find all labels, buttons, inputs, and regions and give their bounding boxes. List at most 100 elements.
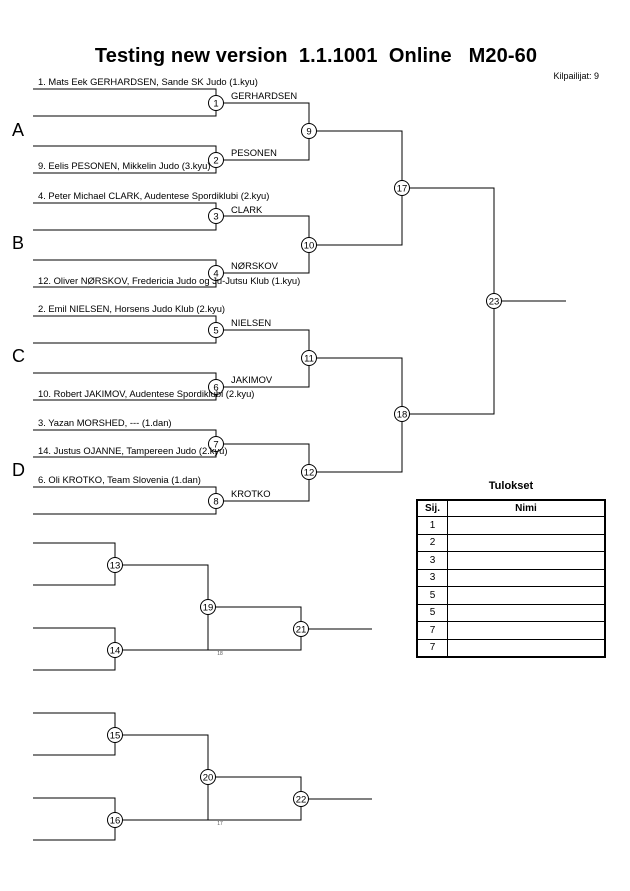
entry-12: 12. Oliver NØRSKOV, Fredericia Judo og J… <box>38 275 301 286</box>
small-label-18: 18 <box>217 651 223 657</box>
match-number-15: 15 <box>110 730 121 741</box>
results-rank: 7 <box>416 638 448 658</box>
results-row: 5 <box>416 586 606 605</box>
results-row: 7 <box>416 621 606 640</box>
match-number-6: 6 <box>213 382 218 393</box>
match-circle-19 <box>200 599 216 615</box>
match-number-22: 22 <box>296 794 307 805</box>
results-name-cell <box>447 568 606 587</box>
entry-2: 2. Emil NIELSEN, Horsens Judo Klub (2.ky… <box>38 303 226 314</box>
results-col-rank: Sij. <box>416 499 448 517</box>
match-number-23: 23 <box>489 296 500 307</box>
match-number-13: 13 <box>110 560 121 571</box>
results-rank: 1 <box>416 516 448 535</box>
results-row: 5 <box>416 603 606 622</box>
match-circle-17 <box>394 180 410 196</box>
match-circle-15 <box>107 727 123 743</box>
match-number-11: 11 <box>304 353 314 364</box>
match-circle-13 <box>107 557 123 573</box>
results-rank: 5 <box>416 603 448 622</box>
results-rank: 2 <box>416 533 448 552</box>
match-circle-4 <box>208 265 224 281</box>
results-row: 1 <box>416 516 606 535</box>
match-number-21: 21 <box>296 624 307 635</box>
match-number-14: 14 <box>110 645 121 656</box>
results-row: 3 <box>416 551 606 570</box>
entry-10: 10. Robert JAKIMOV, Audentese Spordiklub… <box>38 388 255 399</box>
match-number-17: 17 <box>397 183 408 194</box>
results-rank: 5 <box>416 586 448 605</box>
winner-match-1: GERHARDSEN <box>231 90 298 101</box>
competitor-count: Kilpailijat: 9 <box>553 71 599 81</box>
match-circle-3 <box>208 208 224 224</box>
match-number-10: 10 <box>304 240 315 251</box>
results-name-cell <box>447 516 606 535</box>
match-circle-9 <box>301 123 317 139</box>
match-number-3: 3 <box>213 211 218 222</box>
pool-label-b: B <box>12 233 25 253</box>
match-circle-6 <box>208 379 224 395</box>
match-circle-12 <box>301 464 317 480</box>
entry-4: 4. Peter Michael CLARK, Audentese Spordi… <box>38 190 270 201</box>
entry-9: 9. Eelis PESONEN, Mikkelin Judo (3.kyu) <box>38 160 211 171</box>
match-number-1: 1 <box>213 98 218 109</box>
results-row: 3 <box>416 568 606 587</box>
match-circle-11 <box>301 350 317 366</box>
page-title: Testing new version 1.1.1001 Online M20-… <box>94 45 538 67</box>
match-number-5: 5 <box>213 325 218 336</box>
winner-match-4: NØRSKOV <box>231 260 278 271</box>
results-rank: 3 <box>416 568 448 587</box>
match-number-7: 7 <box>213 439 218 450</box>
results-name-cell <box>447 603 606 622</box>
entry-6: 6. Oli KROTKO, Team Slovenia (1.dan) <box>38 474 201 485</box>
winner-match-8: KROTKO <box>231 488 271 499</box>
results-name-cell <box>447 586 606 605</box>
match-number-8: 8 <box>213 496 218 507</box>
entry-3: 3. Yazan MORSHED, --- (1.dan) <box>38 417 172 428</box>
match-circle-22 <box>293 791 309 807</box>
match-circle-14 <box>107 642 123 658</box>
results-rank: 3 <box>416 551 448 570</box>
match-number-19: 19 <box>203 602 214 613</box>
match-number-16: 16 <box>110 815 121 826</box>
results-rank: 7 <box>416 621 448 640</box>
results-name-cell <box>447 533 606 552</box>
pool-label-c: C <box>12 346 25 366</box>
match-number-4: 4 <box>213 268 218 279</box>
match-number-20: 20 <box>203 772 214 783</box>
match-circle-16 <box>107 812 123 828</box>
match-circle-5 <box>208 322 224 338</box>
winner-match-3: CLARK <box>231 204 263 215</box>
results-table: Sij. Nimi 1 2 3 3 5 5 7 7 <box>416 499 606 658</box>
results-name-cell <box>447 621 606 640</box>
results-row: 7 <box>416 638 606 658</box>
winner-match-5: NIELSEN <box>231 317 272 328</box>
match-circle-20 <box>200 769 216 785</box>
results-name-cell <box>447 638 606 658</box>
results-col-name: Nimi <box>447 499 606 517</box>
pool-label-d: D <box>12 460 25 480</box>
results-title: Tulokset <box>488 480 534 492</box>
results-row: 2 <box>416 533 606 552</box>
match-number-2: 2 <box>213 155 218 166</box>
match-circle-21 <box>293 621 309 637</box>
entry-1: 1. Mats Eek GERHARDSEN, Sande SK Judo (1… <box>38 76 258 87</box>
match-circle-2 <box>208 152 224 168</box>
match-number-9: 9 <box>306 126 311 137</box>
match-circle-23 <box>486 293 502 309</box>
match-circle-18 <box>394 406 410 422</box>
match-circle-10 <box>301 237 317 253</box>
pool-label-a: A <box>12 120 25 140</box>
winner-match-2: PESONEN <box>231 147 277 158</box>
match-number-12: 12 <box>304 467 315 478</box>
match-number-18: 18 <box>397 409 408 420</box>
small-label-17: 17 <box>217 821 223 827</box>
match-circle-8 <box>208 493 224 509</box>
match-circle-1 <box>208 95 224 111</box>
winner-match-6: JAKIMOV <box>231 374 273 385</box>
entry-14: 14. Justus OJANNE, Tampereen Judo (2.kyu… <box>38 445 228 456</box>
results-name-cell <box>447 551 606 570</box>
match-circle-7 <box>208 436 224 452</box>
